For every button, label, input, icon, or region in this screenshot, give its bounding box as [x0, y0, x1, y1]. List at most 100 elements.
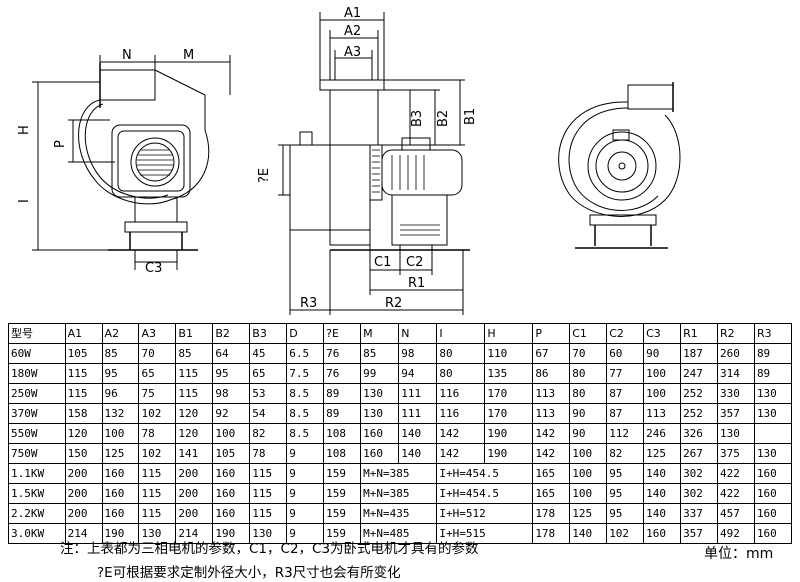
spec-cell: 159: [323, 503, 362, 524]
spec-cell: 113: [532, 383, 571, 404]
spec-cell: M+N=385: [360, 463, 438, 484]
spec-cell: 200: [64, 463, 103, 484]
spec-cell: 9: [286, 463, 325, 484]
spec-cell: 125: [101, 443, 140, 464]
spec-cell: 100: [212, 423, 251, 444]
spec-cell: 125: [643, 443, 682, 464]
spec-cell: 87: [606, 383, 645, 404]
spec-cell: 357: [717, 403, 755, 424]
fan-technical-drawing: N M H P I C3 A1 A2 A3 B3 B2 B1 ?E C1 C2 …: [17, 6, 681, 315]
spec-cell: 76: [323, 363, 362, 384]
spec-cell: 160: [101, 463, 140, 484]
spec-cell: 160: [101, 503, 140, 524]
spec-cell: 302: [680, 483, 718, 504]
spec-cell: 102: [606, 523, 645, 544]
spec-cell: 8.5: [286, 403, 325, 424]
spec-cell: 96: [101, 383, 140, 404]
spec-cell: 116: [436, 403, 486, 424]
spec-cell: 111: [398, 383, 438, 404]
spec-cell: 142: [436, 423, 486, 444]
spec-header-cell: 型号: [8, 323, 66, 344]
spec-cell: 267: [680, 443, 718, 464]
spec-cell: 750W: [8, 443, 66, 464]
dim-label-m: M: [183, 48, 194, 63]
spec-cell: M+N=485: [360, 523, 438, 544]
spec-header-cell: A3: [138, 323, 177, 344]
spec-cell: 2.2KW: [8, 503, 66, 524]
spec-cell: 100: [569, 443, 608, 464]
spec-cell: 100: [643, 383, 682, 404]
spec-cell: 130: [360, 383, 400, 404]
spec-cell: 140: [643, 503, 682, 524]
spec-cell: 89: [323, 403, 362, 424]
spec-cell: 90: [569, 423, 608, 444]
spec-cell: 130: [138, 523, 177, 544]
spec-cell: 92: [212, 403, 251, 424]
spec-cell: 160: [212, 483, 251, 504]
spec-cell: 302: [680, 463, 718, 484]
spec-header-cell: M: [360, 323, 400, 344]
spec-cell: 160: [753, 483, 793, 504]
spec-cell: 550W: [8, 423, 66, 444]
spec-cell: 130: [753, 443, 793, 464]
spec-header-cell: R1: [680, 323, 718, 344]
spec-cell: 200: [175, 483, 214, 504]
spec-cell: I+H=515: [436, 523, 534, 544]
spec-cell: 7.5: [286, 363, 325, 384]
spec-header-cell: N: [398, 323, 438, 344]
spec-cell: 130: [753, 403, 793, 424]
dim-label-i: I: [17, 199, 32, 203]
spec-cell: I+H=454.5: [436, 483, 534, 504]
spec-cell: 115: [138, 463, 177, 484]
spec-cell: 135: [484, 363, 534, 384]
spec-cell: 113: [532, 403, 571, 424]
spec-cell: 111: [398, 403, 438, 424]
spec-cell: 95: [101, 363, 140, 384]
spec-cell: 159: [323, 483, 362, 504]
spec-cell: 110: [484, 343, 534, 364]
spec-header-cell: C1: [569, 323, 608, 344]
rear-view-drawing: [558, 82, 681, 249]
spec-cell: 9: [286, 483, 325, 504]
spec-cell: 214: [175, 523, 214, 544]
spec-header-cell: B2: [212, 323, 251, 344]
spec-cell: 170: [484, 383, 534, 404]
spec-cell: 260: [717, 343, 755, 364]
spec-cell: 140: [398, 423, 438, 444]
spec-cell: 160: [753, 463, 793, 484]
spec-cell: 82: [249, 423, 288, 444]
spec-cell: 160: [212, 463, 251, 484]
spec-cell: 95: [606, 483, 645, 504]
spec-cell: 200: [64, 483, 103, 504]
spec-cell: 140: [643, 483, 682, 504]
spec-cell: 70: [138, 343, 177, 364]
spec-cell: 67: [532, 343, 571, 364]
spec-cell: 90: [643, 343, 682, 364]
spec-cell: 45: [249, 343, 288, 364]
spec-header-cell: H: [484, 323, 534, 344]
spec-cell: 9: [286, 443, 325, 464]
spec-cell: 160: [753, 503, 793, 524]
spec-cell: 6.5: [286, 343, 325, 364]
spec-cell: 457: [717, 503, 755, 524]
spec-cell: 200: [64, 503, 103, 524]
spec-cell: 190: [101, 523, 140, 544]
spec-cell: 98: [212, 383, 251, 404]
dim-label-a3: A3: [344, 45, 361, 60]
spec-cell: 120: [64, 423, 103, 444]
spec-cell: 3.0KW: [8, 523, 66, 544]
spec-cell: M+N=435: [360, 503, 438, 524]
spec-cell: 8.5: [286, 423, 325, 444]
spec-header-cell: P: [532, 323, 571, 344]
note-line-1: 注：上表都为三相电机的参数，C1，C2，C3为卧式电机才具有的参数: [60, 541, 479, 557]
spec-cell: 178: [532, 523, 571, 544]
spec-cell: 60: [606, 343, 645, 364]
spec-header-cell: R3: [753, 323, 793, 344]
spec-cell: 105: [64, 343, 103, 364]
spec-cell: 140: [569, 523, 608, 544]
spec-cell: 65: [249, 363, 288, 384]
